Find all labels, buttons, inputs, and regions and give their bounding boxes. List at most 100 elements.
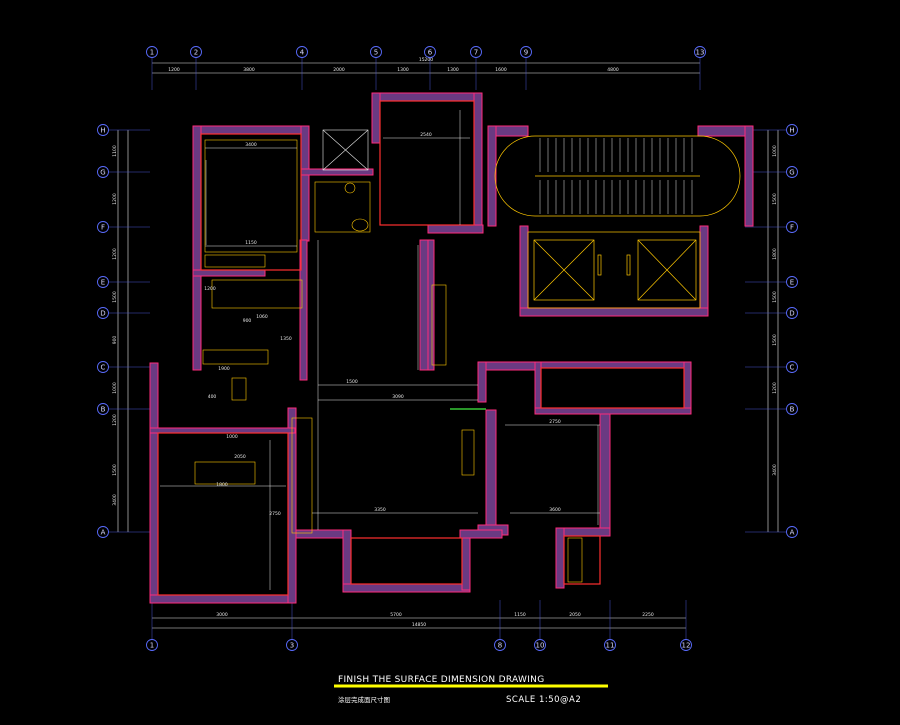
dim-right-segment: 1800: [772, 248, 778, 260]
stair-core: [494, 135, 741, 309]
grid-bubble-label: 6: [428, 48, 433, 56]
grid-bubble-label: C: [101, 363, 106, 371]
grid-bubble-label: 9: [524, 48, 528, 56]
grid-bubble-label: C: [790, 363, 795, 371]
dim-interior: 2050: [234, 454, 246, 460]
dim-top-segment: 4800: [607, 67, 619, 73]
grid-axis-top-1: 1: [146, 46, 158, 58]
grid-axis-bottom-12: 12: [680, 639, 692, 651]
dim-left-segment: 1100: [112, 145, 118, 157]
grid-bubble-circle: [786, 361, 798, 373]
grid-bubble-circle: [296, 46, 308, 58]
grid-bubble-label: G: [789, 168, 794, 176]
grid-bubble-circle: [786, 526, 798, 538]
title-block: FINISH THE SURFACE DIMENSION DRAWING 涂层完…: [334, 675, 608, 705]
dim-top-segment: 3800: [243, 67, 255, 73]
dim-bottom-segment: 3000: [216, 612, 228, 618]
dim-bottom-segment: 1150: [514, 612, 526, 618]
dim-interior: 900: [243, 318, 252, 324]
walls: [149, 92, 754, 604]
dim-interior: 3350: [374, 507, 386, 513]
dim-top-segment: 1600: [495, 67, 507, 73]
dim-bottom-segment: 2250: [642, 612, 654, 618]
drawing-subtitle: 涂层完成面尺寸图: [338, 695, 390, 704]
grid-bubble-label: 1: [150, 48, 154, 56]
grid-bubble-circle: [786, 166, 798, 178]
grid-bubble-circle: [424, 46, 436, 58]
grid-bubble-circle: [97, 276, 109, 288]
dim-interior: 1350: [280, 336, 292, 342]
dim-right-segment: 1200: [772, 382, 778, 394]
grid-axis-top-6: 6: [424, 46, 436, 58]
grid-bubble-circle: [470, 46, 482, 58]
grid-extension-lines: [108, 58, 786, 640]
grid-axis-top-13: 13: [694, 46, 706, 58]
grid-bubble-label: B: [790, 405, 795, 413]
dim-interior: 1200: [204, 286, 216, 292]
dim-left-segment: 1200: [112, 414, 118, 426]
grid-bubble-circle: [534, 639, 546, 651]
grid-bubble-label: 13: [696, 48, 705, 56]
grid-axis-left-E: E: [97, 276, 109, 288]
grid-bubble-label: B: [101, 405, 106, 413]
dim-right-segment: 1500: [772, 334, 778, 346]
grid-bubble-label: 4: [300, 48, 305, 56]
dim-top-segment: 1300: [397, 67, 409, 73]
grid-bubble-label: 3: [290, 641, 294, 649]
grid-bubble-circle: [786, 221, 798, 233]
grid-axis-right-C: C: [786, 361, 798, 373]
grid-axis-left-G: G: [97, 166, 109, 178]
inner-outlines: [157, 100, 685, 596]
grid-axis-right-E: E: [786, 276, 798, 288]
grid-bubble-circle: [786, 307, 798, 319]
grid-axis-left-B: B: [97, 403, 109, 415]
dim-interior: 3600: [549, 507, 561, 513]
grid-bubble-circle: [97, 124, 109, 136]
grid-bubble-label: A: [790, 528, 795, 536]
grid-bubble-circle: [190, 46, 202, 58]
fixtures: [194, 129, 583, 583]
grid-bubble-circle: [97, 526, 109, 538]
dim-bottom-overall: 14850: [412, 622, 426, 628]
dim-left-segment: 1200: [112, 193, 118, 205]
dim-interior: 1500: [346, 379, 358, 385]
grid-axis-right-A: A: [786, 526, 798, 538]
grid-bubble-circle: [97, 221, 109, 233]
grid-bubble-label: A: [101, 528, 106, 536]
grid-axis-bottom-10: 10: [534, 639, 546, 651]
drawing-title: FINISH THE SURFACE DIMENSION DRAWING: [338, 675, 544, 685]
dim-interior: 2540: [420, 132, 432, 138]
grid-axis-right-F: F: [786, 221, 798, 233]
grid-axis-top-4: 4: [296, 46, 308, 58]
grid-bubble-circle: [494, 639, 506, 651]
grid-bubble-circle: [97, 361, 109, 373]
grid-bubble-label: G: [100, 168, 105, 176]
grid-bubble-label: 8: [498, 641, 502, 649]
grid-bubble-circle: [146, 46, 158, 58]
grid-bubble-label: D: [100, 309, 105, 317]
grid-bubble-label: 7: [474, 48, 478, 56]
dim-left-segment: 1000: [112, 382, 118, 394]
dim-left-segment: 1500: [112, 464, 118, 476]
grid-axis-left-A: A: [97, 526, 109, 538]
grid-bubble-circle: [786, 403, 798, 415]
grid-axis-right-B: B: [786, 403, 798, 415]
grid-bubble-circle: [786, 276, 798, 288]
grid-bubble-label: E: [101, 278, 105, 286]
grid-axis-top-9: 9: [520, 46, 532, 58]
dim-interior: 2750: [269, 511, 281, 517]
dim-top-segment: 2000: [333, 67, 345, 73]
grid-axis-top-2: 2: [190, 46, 202, 58]
grid-axis-left-H: H: [97, 124, 109, 136]
dim-interior: 1060: [256, 314, 268, 320]
dim-bottom-segment: 5700: [390, 612, 402, 618]
grid-axis-top-7: 7: [470, 46, 482, 58]
dim-right-segment: 1500: [772, 291, 778, 303]
grid-bubble-circle: [520, 46, 532, 58]
dim-left-segment: 900: [112, 336, 118, 345]
grid-bubble-circle: [286, 639, 298, 651]
